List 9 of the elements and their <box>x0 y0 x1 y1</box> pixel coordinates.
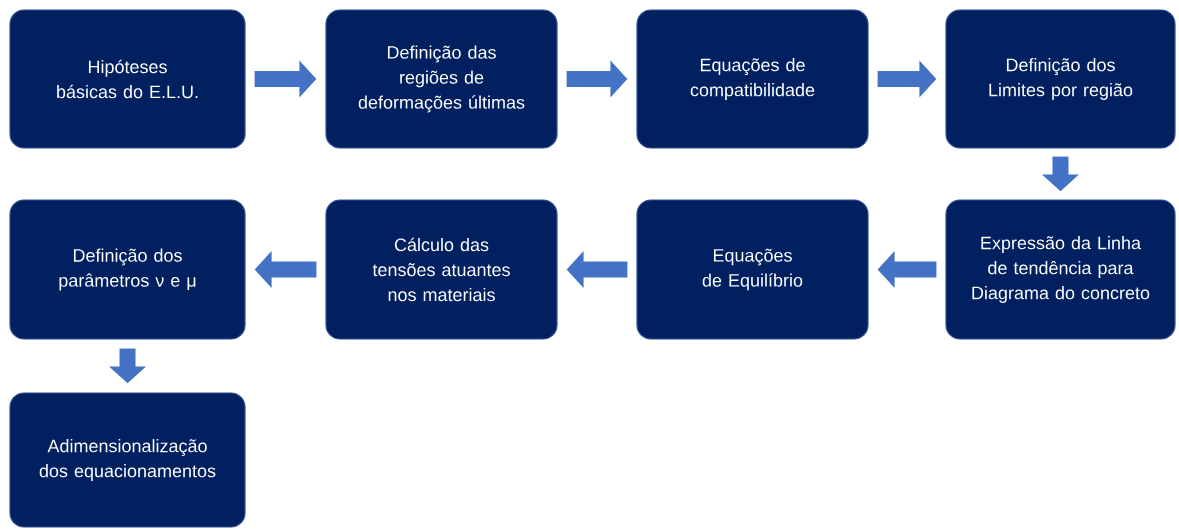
process-box: Adimensionalização dos equacionamentos <box>9 392 246 528</box>
process-box: Definição dos parâmetros ν e μ <box>9 199 246 340</box>
process-box: Definição das regiões de deformações últimas <box>325 9 558 149</box>
process-box: Definição dos Limites por região <box>945 9 1176 149</box>
process-box: Expressão da Linha de tendência para Diagrama do concreto <box>945 199 1176 340</box>
process-box: Equações de Equilíbrio <box>636 199 869 340</box>
process-box: Hipóteses básicas do E.L.U. <box>9 9 246 149</box>
process-box: Cálculo das tensões atuantes nos materiais <box>325 199 558 340</box>
process-box: Equações de compatibilidade <box>636 9 869 149</box>
